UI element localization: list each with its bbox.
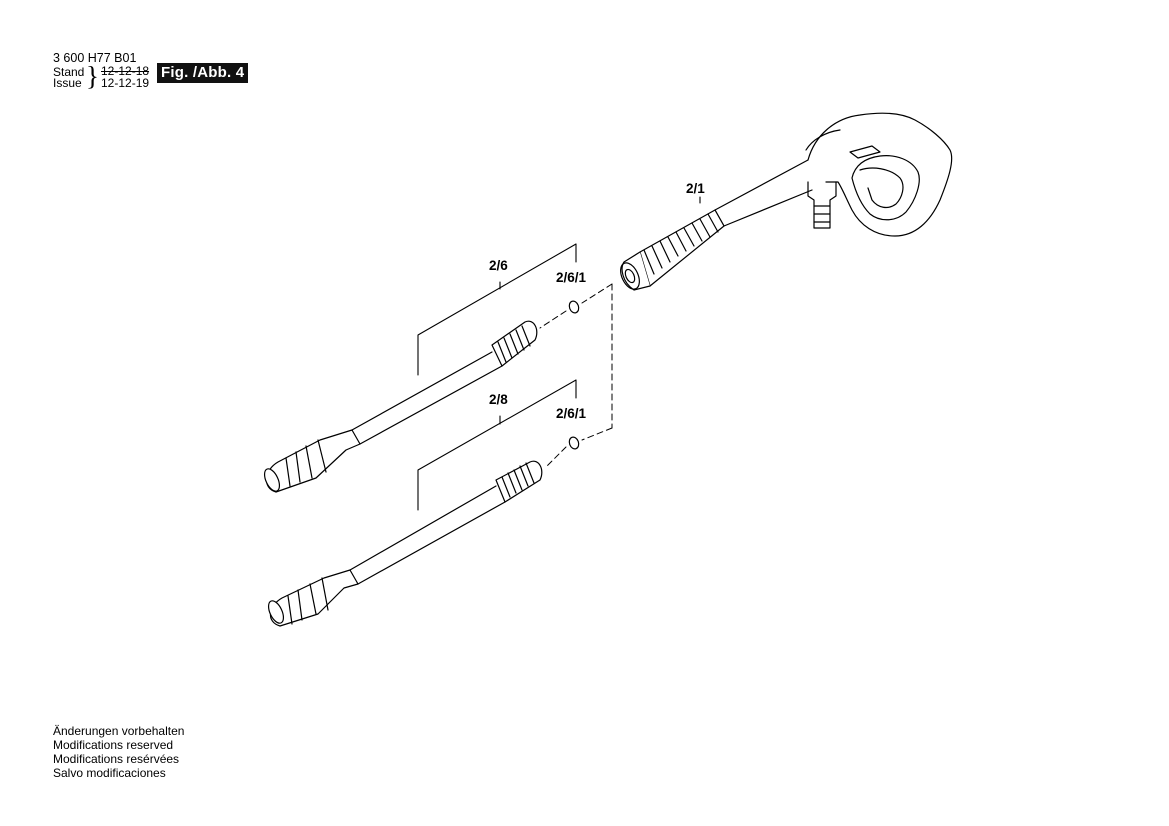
assembly-lines <box>539 283 613 469</box>
o-ring-upper <box>568 300 580 314</box>
lance-2-6-part <box>263 320 538 493</box>
stand-label: Stand <box>53 65 85 79</box>
figure-label: Fig. /Abb. 4 <box>157 63 249 83</box>
bracket: } <box>86 61 99 91</box>
notice-line-fr: Modifications resérvées <box>53 752 180 766</box>
part-label-2-1: 2/1 <box>686 181 705 196</box>
part-label-2-6: 2/6 <box>489 258 508 273</box>
part-label-2-6-1-lower: 2/6/1 <box>556 406 587 421</box>
leader-lines <box>417 196 701 511</box>
document-number: 3 600 H77 B01 <box>53 51 137 65</box>
part-label-2-6-1-upper: 2/6/1 <box>556 270 587 285</box>
spray-gun-part <box>620 112 953 291</box>
notice-line-en: Modifications reserved <box>53 738 174 752</box>
modifications-notice: Änderungen vorbehalten Modifications res… <box>53 724 184 780</box>
o-ring-lower <box>568 436 580 450</box>
issue-date: 12-12-19 <box>101 76 150 90</box>
notice-line-es: Salvo modificaciones <box>53 766 166 780</box>
stand-date: 12-12-18 <box>101 64 150 78</box>
lance-2-8-part <box>267 460 543 627</box>
issue-label: Issue <box>53 76 82 90</box>
notice-line-de: Änderungen vorbehalten <box>53 724 185 738</box>
part-label-2-8: 2/8 <box>489 392 508 407</box>
